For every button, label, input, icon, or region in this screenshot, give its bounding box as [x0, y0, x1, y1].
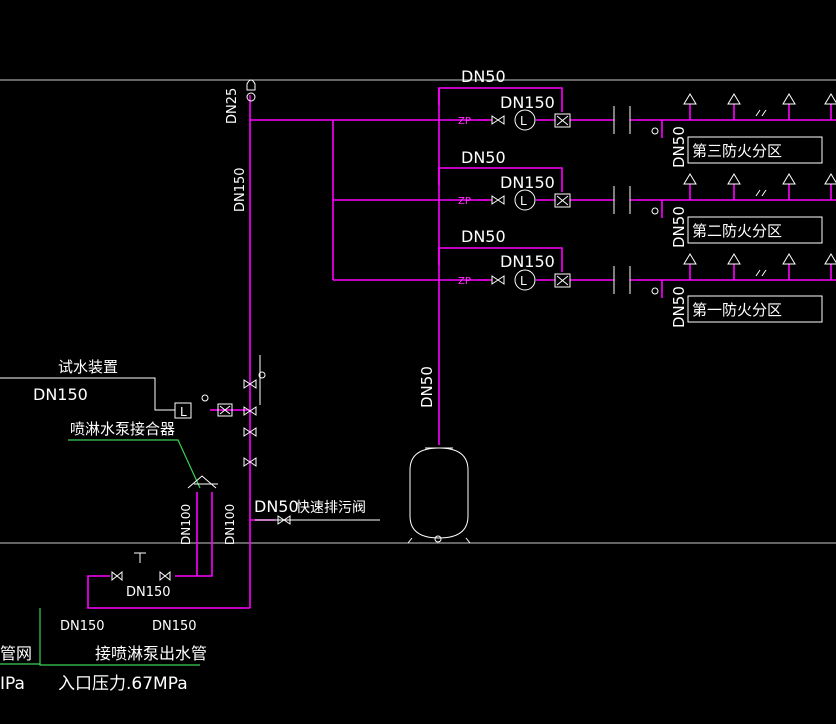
dn100-left-label: DN100 [179, 504, 193, 545]
dn150-z1-label: DN150 [500, 252, 555, 271]
gauge-symbol-z2: L [520, 194, 527, 208]
inlet-pressure-label: 入口压力.67MPa [58, 674, 188, 694]
dn150-bottom-left-label: DN150 [60, 619, 105, 634]
leader-lines [0, 439, 201, 666]
dn50-drain-label: DN50 [254, 497, 299, 516]
gauge-symbol-z1: L [520, 274, 527, 288]
test-device-label: 试水装置 [58, 358, 118, 376]
dn150-riser-label: DN150 [233, 167, 248, 212]
dn50-z1-branch-label: DN50 [670, 286, 688, 328]
dn150-test-label: DN150 [33, 385, 88, 404]
dn150-z3-label: DN150 [500, 93, 555, 112]
dn50-z1-label: DN50 [461, 227, 506, 246]
dn100-right-label: DN100 [223, 504, 237, 545]
flow-switch-symbol: L [180, 405, 187, 419]
quick-drain-label: 快速排污阀 [296, 500, 366, 516]
dn150-bottom-right-label: DN150 [152, 619, 197, 634]
pump-outlet-label: 接喷淋泵出水管 [95, 644, 207, 663]
zp-label-2: ZP [458, 196, 471, 207]
valve-symbols [111, 79, 836, 582]
dn50-z2-label: DN50 [461, 148, 506, 167]
dn50-tank-label: DN50 [418, 366, 436, 408]
pump-adapter-label: 喷淋水泵接合器 [70, 420, 175, 438]
gauge-symbol-z3: L [520, 114, 527, 128]
dn150-bypass-label: DN150 [126, 585, 171, 600]
pipe-network-label: 管网 [0, 644, 32, 663]
magenta-pipework [87, 87, 836, 609]
dn25-riser-label: DN25 [225, 88, 240, 124]
dn150-z2-label: DN150 [500, 173, 555, 192]
zone-2-label: 第二防火分区 [692, 222, 782, 240]
white-pipework [0, 355, 380, 521]
zp-label-3: ZP [458, 276, 471, 287]
dn50-z3-branch-label: DN50 [670, 126, 688, 168]
zone-1-label: 第一防火分区 [692, 301, 782, 319]
zp-label-1: ZP [458, 116, 471, 127]
zone-3-label: 第三防火分区 [692, 142, 782, 160]
dn50-top-label: DN50 [461, 67, 506, 86]
dn50-z2-branch-label: DN50 [670, 206, 688, 248]
mpa-partial-label: IPa [0, 674, 25, 694]
